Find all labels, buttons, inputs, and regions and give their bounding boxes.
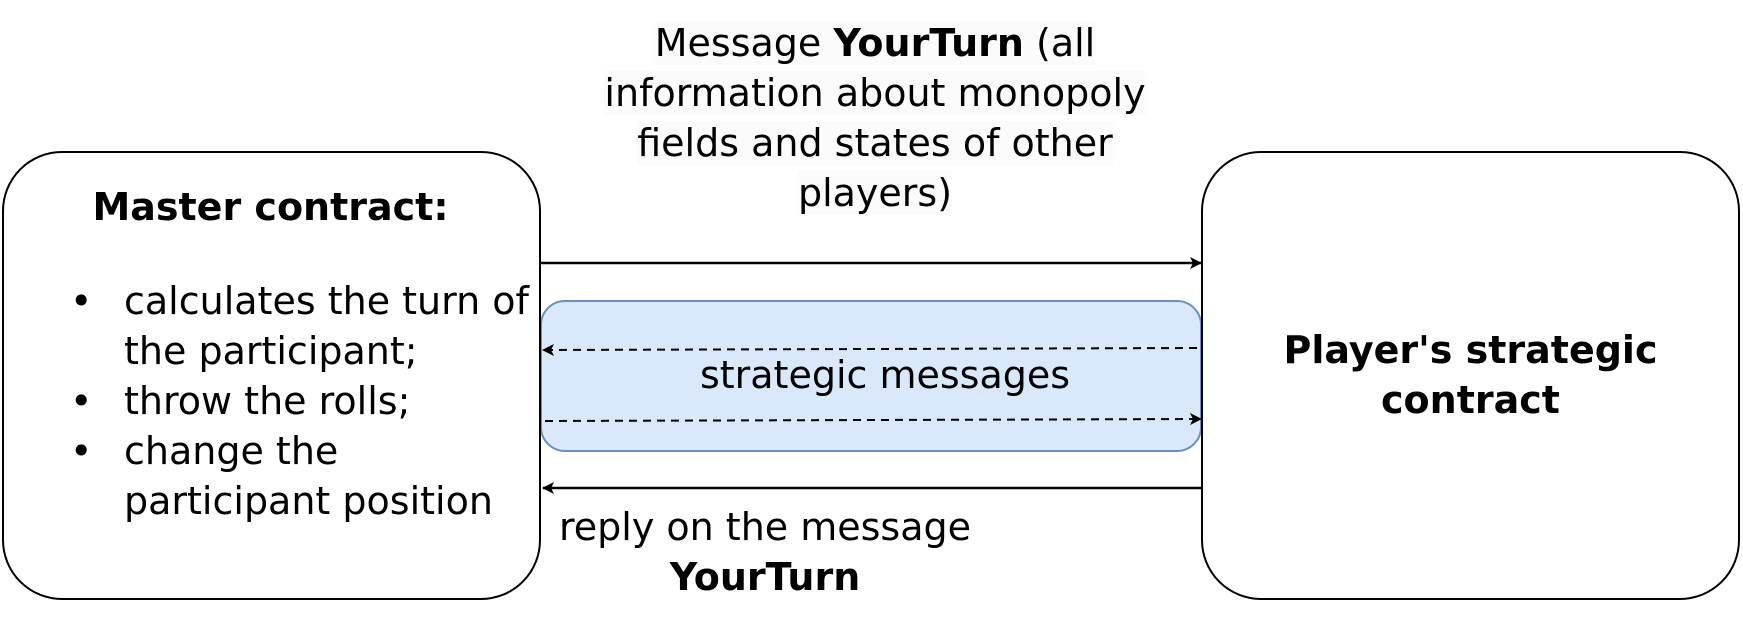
strategic-messages-label: strategic messages — [699, 353, 1071, 397]
master-contract-title: Master contract: — [92, 185, 449, 229]
duty-item-text: calculates the turn of the participant; — [124, 279, 529, 373]
strategic-arrow-to-player — [544, 413, 1202, 426]
master-contract-box — [2, 151, 541, 600]
duty-item: • calculates the turn of the participant… — [60, 276, 540, 376]
master-contract-duties: • calculates the turn of the participant… — [60, 276, 540, 526]
player-contract-box — [1201, 151, 1740, 600]
reply-message-name: YourTurn — [669, 555, 861, 599]
reply-text: reply on the message — [558, 505, 972, 549]
bullet-icon: • — [70, 379, 93, 423]
player-contract-label: Player's strategic contract — [1283, 328, 1658, 422]
duty-item: • change the participant position — [60, 426, 540, 526]
yourturn-message-label: Message YourTurn (all information about … — [590, 18, 1160, 218]
bullet-icon: • — [70, 279, 93, 323]
message-prefix: Message — [654, 21, 834, 65]
bullet-icon: • — [70, 429, 93, 473]
message-name: YourTurn — [833, 21, 1024, 65]
reply-message-label: reply on the message YourTurn — [520, 502, 1010, 602]
duty-item: • throw the rolls; — [60, 376, 540, 426]
strategic-arrow-to-master — [542, 343, 1198, 356]
duty-item-text: change the participant position — [124, 429, 493, 523]
duty-item-text: throw the rolls; — [124, 379, 411, 423]
